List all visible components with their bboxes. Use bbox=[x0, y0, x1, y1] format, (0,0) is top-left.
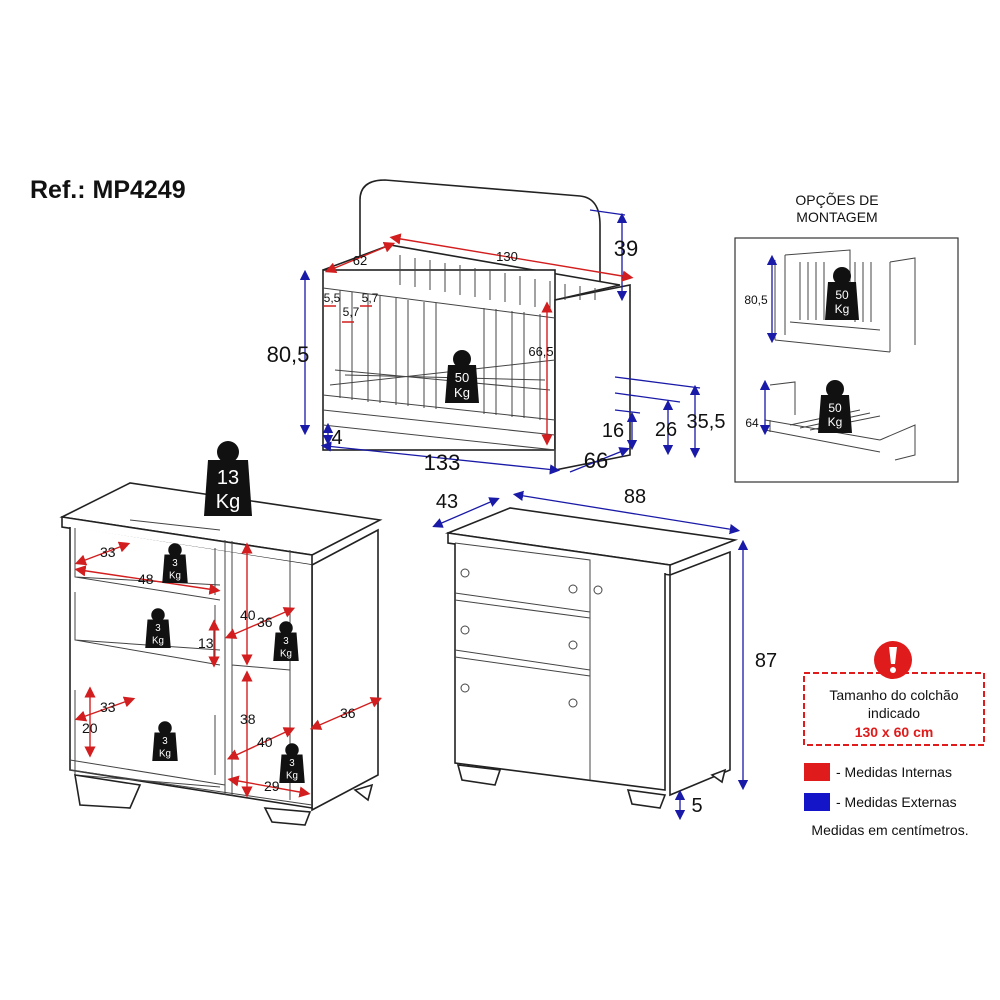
svg-text:Kg: Kg bbox=[286, 771, 298, 782]
dresser-height-label: 87 bbox=[755, 650, 777, 672]
legend-external-swatch bbox=[804, 793, 830, 811]
svg-text:33: 33 bbox=[100, 699, 116, 715]
svg-text:50: 50 bbox=[828, 401, 842, 415]
dresser-feet-label: 5 bbox=[691, 795, 702, 817]
option-crib: 80,5 50 Kg bbox=[744, 249, 916, 353]
dresser-closed-drawing: 43 88 87 5 bbox=[432, 486, 777, 821]
svg-text:Kg: Kg bbox=[159, 749, 171, 760]
svg-text:33: 33 bbox=[100, 544, 116, 560]
weight-icon: 3Kg bbox=[152, 721, 178, 761]
weight-icon: 3Kg bbox=[145, 608, 171, 648]
svg-text:38: 38 bbox=[240, 711, 256, 727]
svg-text:36: 36 bbox=[340, 705, 356, 721]
svg-text:3: 3 bbox=[289, 758, 294, 769]
weight-icon: 3Kg bbox=[162, 543, 188, 583]
svg-text:Kg: Kg bbox=[280, 649, 292, 660]
svg-text:Kg: Kg bbox=[454, 385, 470, 400]
crib-16-label: 16 bbox=[602, 420, 624, 442]
options-title: OPÇÕES DE bbox=[795, 192, 878, 208]
crib-length-label: 133 bbox=[424, 450, 461, 475]
legend-external-label: - Medidas Externas bbox=[836, 794, 957, 810]
svg-text:3: 3 bbox=[162, 736, 167, 747]
crib-base-label: 4 bbox=[331, 427, 342, 449]
weight-icon: 3Kg bbox=[273, 621, 299, 661]
slat-gap-label: 5,7 bbox=[343, 305, 360, 319]
svg-text:130 x 60 cm: 130 x 60 cm bbox=[855, 724, 934, 740]
slat-gap-label: 5,5 bbox=[324, 291, 341, 305]
weight-icon: 13 Kg bbox=[204, 441, 252, 516]
svg-text:48: 48 bbox=[138, 571, 154, 587]
svg-text:Kg: Kg bbox=[835, 302, 850, 316]
legend-internal-swatch bbox=[804, 763, 830, 781]
crib-inner-height-label: 66,5 bbox=[528, 344, 553, 359]
svg-text:36: 36 bbox=[257, 614, 273, 630]
svg-text:40: 40 bbox=[257, 734, 273, 750]
svg-text:50: 50 bbox=[835, 288, 849, 302]
option-bed: 64 50 Kg bbox=[745, 379, 916, 461]
slat-gap-label: 5,7 bbox=[362, 291, 379, 305]
svg-text:Tamanho do colchão: Tamanho do colchão bbox=[829, 687, 958, 703]
svg-text:50: 50 bbox=[455, 370, 469, 385]
svg-text:3: 3 bbox=[283, 636, 288, 647]
svg-text:Kg: Kg bbox=[169, 571, 181, 582]
svg-text:80,5: 80,5 bbox=[744, 293, 768, 307]
svg-text:Kg: Kg bbox=[828, 415, 843, 429]
crib-headboard-label: 39 bbox=[614, 236, 638, 261]
options-title: MONTAGEM bbox=[796, 209, 877, 225]
dresser-open-drawing: 33 48 40 36 13 33 20 38 40 36 29 13 Kg 3… bbox=[59, 441, 383, 826]
svg-text:29: 29 bbox=[264, 778, 280, 794]
weight-icon: 50 Kg bbox=[445, 350, 479, 403]
crib-height-label: 80,5 bbox=[267, 342, 310, 367]
svg-text:20: 20 bbox=[82, 720, 98, 736]
svg-text:indicado: indicado bbox=[868, 705, 920, 721]
crib-inner-length-label: 130 bbox=[496, 249, 518, 264]
crib-26-label: 26 bbox=[655, 419, 677, 441]
crib-inner-width-label: 62 bbox=[353, 253, 367, 268]
svg-text:64: 64 bbox=[745, 416, 759, 430]
crib-drawing: 80,5 133 66 39 4 16 26 35,5 130 62 66,5 … bbox=[267, 179, 726, 475]
legend: - Medidas Internas - Medidas Externas Me… bbox=[804, 763, 969, 838]
crib-35-label: 35,5 bbox=[687, 411, 726, 433]
svg-text:3: 3 bbox=[172, 558, 177, 569]
weight-icon: 50 Kg bbox=[825, 267, 859, 320]
svg-text:40: 40 bbox=[240, 607, 256, 623]
exclamation-icon bbox=[874, 641, 912, 679]
dresser-depth-label: 43 bbox=[436, 491, 458, 513]
legend-internal-label: - Medidas Internas bbox=[836, 764, 952, 780]
svg-text:Kg: Kg bbox=[216, 491, 240, 513]
weight-icon: 50 Kg bbox=[818, 380, 852, 433]
mattress-notice: Tamanho do colchão indicado 130 x 60 cm bbox=[803, 641, 985, 746]
reference-title: Ref.: MP4249 bbox=[30, 176, 186, 204]
svg-text:Kg: Kg bbox=[152, 636, 164, 647]
svg-text:13: 13 bbox=[198, 635, 214, 651]
svg-text:13: 13 bbox=[217, 467, 239, 489]
crib-depth-label: 66 bbox=[584, 448, 608, 473]
weight-icon: 3Kg bbox=[279, 743, 305, 783]
dresser-width-label: 88 bbox=[624, 486, 646, 508]
svg-text:3: 3 bbox=[155, 623, 160, 634]
units-note: Medidas em centímetros. bbox=[811, 822, 968, 838]
